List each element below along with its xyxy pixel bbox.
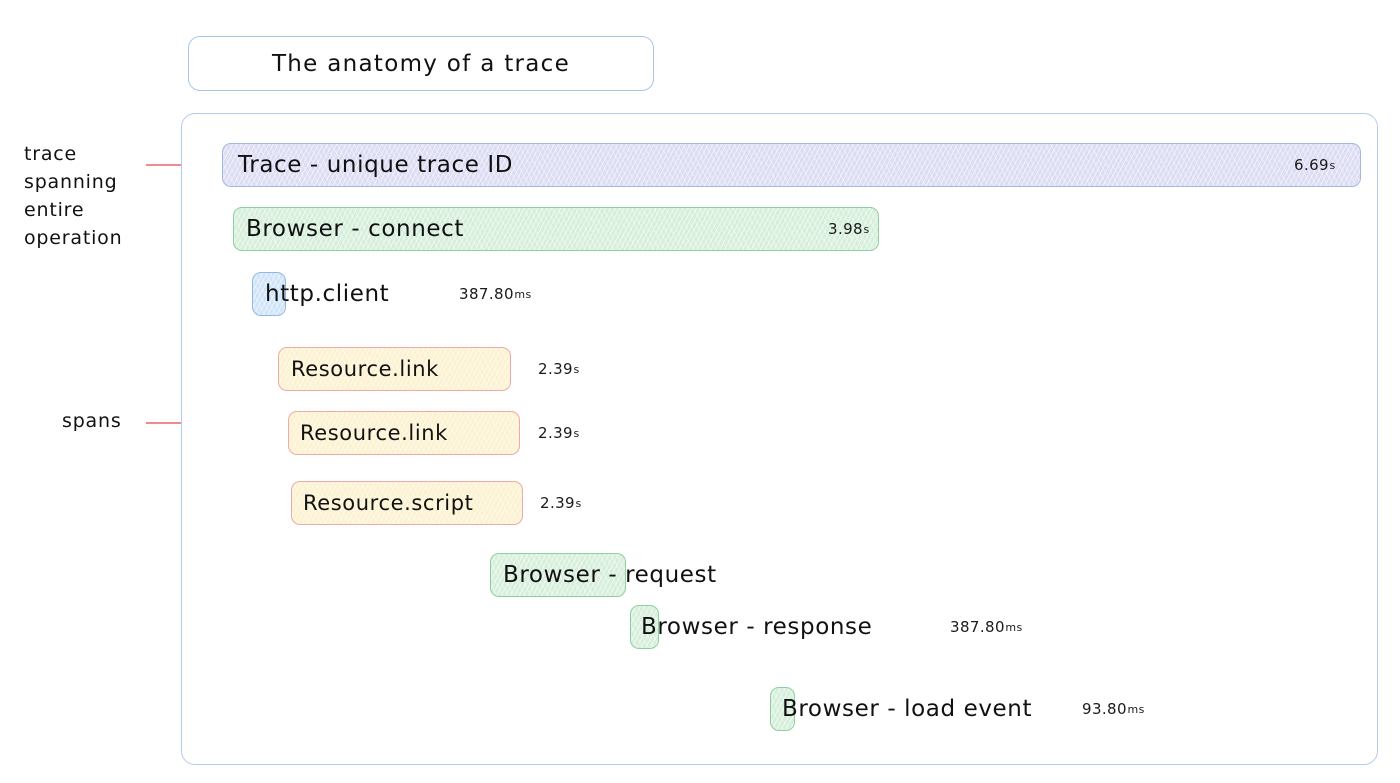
span-label-browser-load-event: Browser - load event xyxy=(782,696,1033,722)
annotation-spans-leader-line xyxy=(146,422,210,424)
diagram-title-box: The anatomy of a trace xyxy=(188,36,654,91)
span-duration-unit-resource-link-2: s xyxy=(573,426,580,440)
span-bar-browser-response[interactable] xyxy=(630,605,659,649)
span-label-trace: Trace - unique trace ID xyxy=(238,152,514,178)
span-duration-value-resource-link-2: 2.39 xyxy=(538,424,573,442)
span-label-resource-link-2: Resource.link xyxy=(300,421,448,445)
span-duration-unit-resource-script: s xyxy=(575,496,582,510)
span-duration-unit-http-client: ms xyxy=(514,287,532,301)
span-duration-value-browser-load-event: 93.80 xyxy=(1082,700,1127,718)
annotation-spans-label: spans xyxy=(62,410,122,432)
span-bar-browser-connect[interactable] xyxy=(233,207,879,251)
span-label-http-client: http.client xyxy=(265,281,390,307)
span-bar-resource-script[interactable] xyxy=(291,481,523,525)
span-duration-value-browser-connect: 3.98 xyxy=(828,220,863,238)
span-duration-value-trace: 6.69 xyxy=(1294,156,1329,174)
span-label-resource-script: Resource.script xyxy=(303,491,474,515)
span-duration-unit-browser-connect: s xyxy=(863,222,870,236)
span-duration-value-http-client: 387.80 xyxy=(459,285,514,303)
annotation-trace-label: trace spanning entire operation xyxy=(24,143,123,249)
span-bar-browser-load-event[interactable] xyxy=(770,687,795,731)
span-duration-value-resource-script: 2.39 xyxy=(540,494,575,512)
span-duration-value-browser-response: 387.80 xyxy=(950,618,1005,636)
span-duration-unit-browser-response: ms xyxy=(1005,620,1023,634)
span-bar-resource-link-2[interactable] xyxy=(288,411,520,455)
span-bar-resource-link-1[interactable] xyxy=(278,347,511,391)
span-label-resource-link-1: Resource.link xyxy=(291,357,439,381)
span-bar-http-client[interactable] xyxy=(252,272,286,316)
span-duration-unit-browser-load-event: ms xyxy=(1127,702,1145,716)
span-duration-unit-trace: s xyxy=(1329,158,1336,172)
annotation-trace-leader-line xyxy=(146,164,210,166)
span-label-browser-request: Browser - request xyxy=(503,562,717,588)
page-title: The anatomy of a trace xyxy=(271,50,571,77)
span-bar-trace[interactable] xyxy=(222,143,1361,187)
span-label-browser-response: Browser - response xyxy=(641,614,873,640)
span-label-browser-connect: Browser - connect xyxy=(246,216,465,242)
span-duration-unit-resource-link-1: s xyxy=(573,362,580,376)
span-duration-browser-request xyxy=(760,553,761,597)
span-bar-browser-request[interactable] xyxy=(490,553,626,597)
span-duration-value-resource-link-1: 2.39 xyxy=(538,360,573,378)
